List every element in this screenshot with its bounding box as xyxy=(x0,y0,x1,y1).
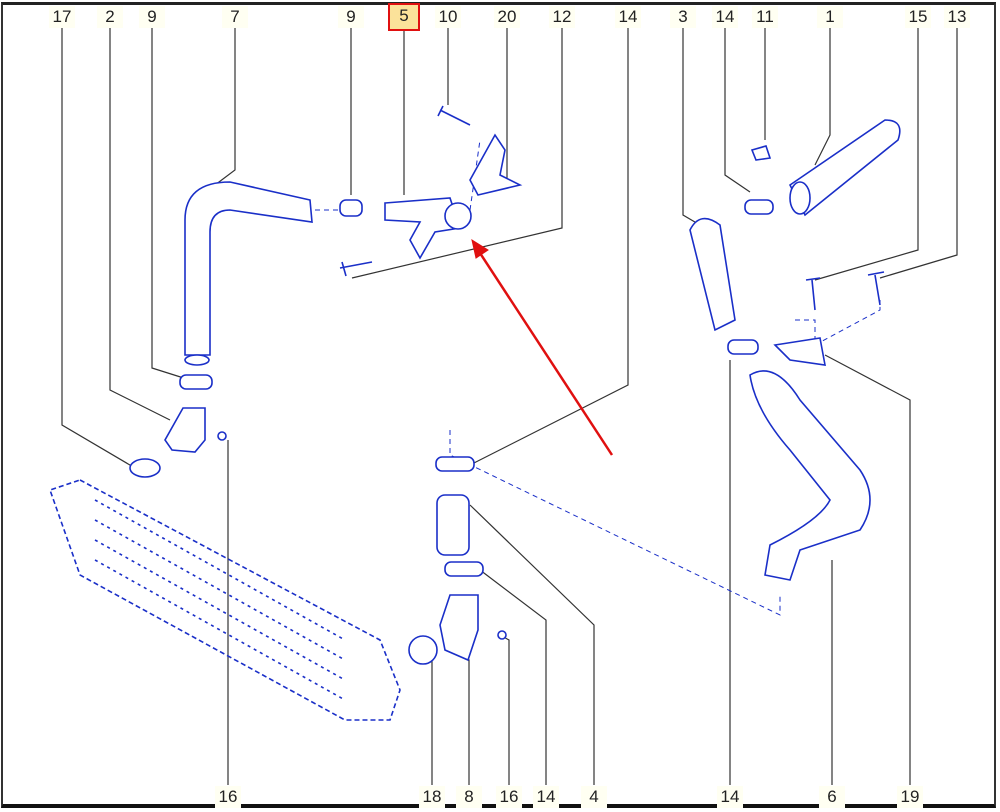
callout-9[interactable]: 9 xyxy=(139,6,165,28)
callout-14b[interactable]: 14 xyxy=(712,6,738,28)
callout-18[interactable]: 18 xyxy=(419,786,445,808)
bracket-19 xyxy=(773,337,826,366)
intercooler xyxy=(48,479,401,721)
hose-1 xyxy=(788,119,901,217)
callout-11[interactable]: 11 xyxy=(752,6,778,28)
hose-3 xyxy=(689,217,736,332)
callout-19[interactable]: 19 xyxy=(897,786,923,808)
clip-11 xyxy=(750,145,772,161)
callout-5-selected[interactable]: 5 xyxy=(388,3,420,31)
callout-14c[interactable]: 14 xyxy=(533,786,559,808)
callout-8[interactable]: 8 xyxy=(456,786,482,808)
pipe-6 xyxy=(749,370,871,581)
callout-14[interactable]: 14 xyxy=(615,6,641,28)
callout-9b[interactable]: 9 xyxy=(338,6,364,28)
callout-1[interactable]: 1 xyxy=(817,6,843,28)
bolt-12 xyxy=(339,261,373,277)
elbow-8 xyxy=(439,594,479,662)
elbow-2 xyxy=(164,407,206,453)
callout-13[interactable]: 13 xyxy=(944,6,970,28)
red-arrow xyxy=(471,238,614,456)
callout-16b[interactable]: 16 xyxy=(496,786,522,808)
callout-6[interactable]: 6 xyxy=(819,786,845,808)
callout-16[interactable]: 16 xyxy=(215,786,241,808)
gasket-18 xyxy=(408,635,438,665)
callout-20[interactable]: 20 xyxy=(494,6,520,28)
callout-3[interactable]: 3 xyxy=(670,6,696,28)
callout-12[interactable]: 12 xyxy=(549,6,575,28)
clamp-9 xyxy=(179,374,213,390)
hose-7 xyxy=(184,181,313,356)
callout-7[interactable]: 7 xyxy=(222,6,248,28)
callout-15[interactable]: 15 xyxy=(905,6,931,28)
sleeve-4 xyxy=(436,494,470,556)
callout-2[interactable]: 2 xyxy=(97,6,123,28)
bolt-15 xyxy=(805,277,821,311)
bracket-20 xyxy=(469,133,523,196)
bolt-13 xyxy=(867,271,885,306)
bolt-10 xyxy=(437,105,471,126)
gasket-17 xyxy=(129,458,161,478)
parts xyxy=(48,105,901,721)
callout-14d[interactable]: 14 xyxy=(717,786,743,808)
leader-lines xyxy=(61,28,958,785)
callout-4[interactable]: 4 xyxy=(581,786,607,808)
callout-17[interactable]: 17 xyxy=(49,6,75,28)
callout-10[interactable]: 10 xyxy=(435,6,461,28)
clamp-14 xyxy=(435,456,475,472)
